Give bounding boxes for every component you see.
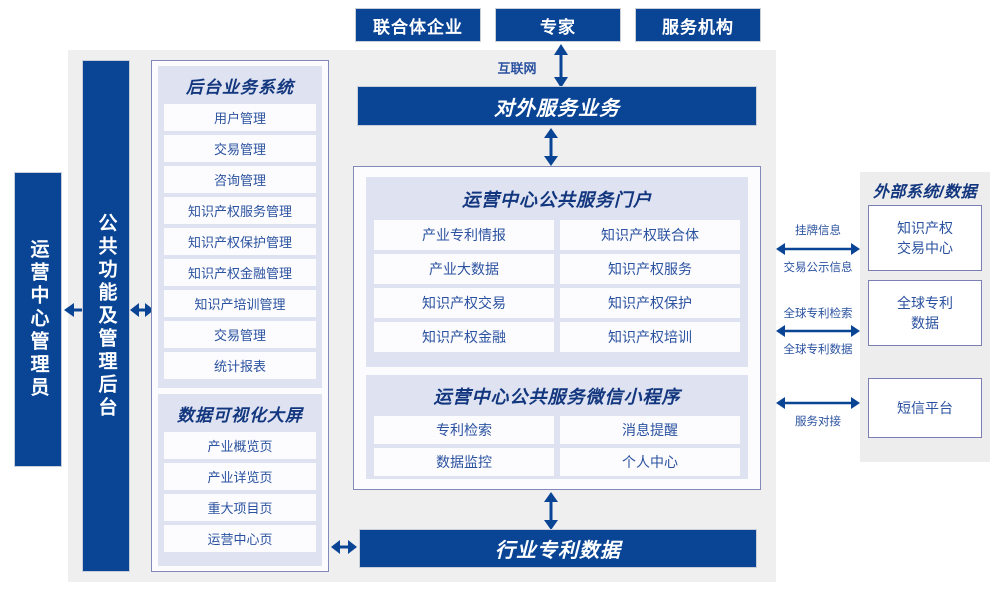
actor-box-expert[interactable]: 专家 bbox=[495, 8, 621, 42]
dataviz-group: 数据可视化大屏 产业概览页 产业详览页 重大项目页 运营中心页 bbox=[158, 394, 322, 566]
portal-item[interactable]: 知识产权金融 bbox=[374, 322, 554, 352]
backoffice-group: 后台业务系统 用户管理 交易管理 咨询管理 知识产权服务管理 知识产权保护管理 … bbox=[158, 66, 322, 388]
external-systems-title: 外部系统/数据 bbox=[873, 184, 977, 201]
miniprogram-title: 运营中心公共服务微信小程序 bbox=[433, 387, 681, 407]
connector-label-trade-disclosure: 交易公示信息 bbox=[783, 262, 853, 274]
connector-label-global-patent-data: 全球专利数据 bbox=[783, 344, 853, 356]
public-function-backend-label: 公共功能及管理后台 bbox=[95, 212, 117, 420]
backoffice-item[interactable]: 交易管理 bbox=[164, 321, 316, 348]
dataviz-item[interactable]: 运营中心页 bbox=[164, 525, 316, 552]
connector-arrow-global-patent-icon bbox=[776, 323, 860, 339]
miniprogram-item[interactable]: 消息提醒 bbox=[560, 416, 740, 444]
miniprogram-item[interactable]: 数据监控 bbox=[374, 448, 554, 476]
dataviz-item-list: 产业概览页 产业详览页 重大项目页 运营中心页 bbox=[158, 432, 322, 552]
backoffice-item[interactable]: 知识产培训管理 bbox=[164, 290, 316, 317]
operator-admin-bar[interactable]: 运营中心管理员 bbox=[14, 172, 62, 467]
actor-label: 服务机构 bbox=[662, 17, 734, 37]
backoffice-item[interactable]: 知识产权金融管理 bbox=[164, 259, 316, 286]
backoffice-item-list: 用户管理 交易管理 咨询管理 知识产权服务管理 知识产权保护管理 知识产权金融管… bbox=[158, 104, 322, 379]
connector-label-global-patent-search: 全球专利检索 bbox=[783, 308, 853, 320]
connector-label-service-integration: 服务对接 bbox=[795, 416, 841, 428]
internet-label: 互联网 bbox=[497, 61, 537, 76]
backoffice-item[interactable]: 交易管理 bbox=[164, 135, 316, 162]
actor-label: 联合体企业 bbox=[373, 17, 463, 37]
external-service-bar[interactable]: 对外服务业务 bbox=[357, 86, 757, 126]
portal-group: 运营中心公共服务门户 产业专利情报 知识产权联合体 产业大数据 知识产权服务 知… bbox=[366, 177, 748, 367]
actor-label: 专家 bbox=[540, 17, 576, 37]
operator-admin-label: 运营中心管理员 bbox=[27, 239, 49, 400]
external-box-line1: 知识产权 bbox=[897, 219, 953, 236]
actor-box-consortium[interactable]: 联合体企业 bbox=[355, 8, 481, 42]
dataviz-title: 数据可视化大屏 bbox=[177, 406, 303, 425]
public-function-backend-bar[interactable]: 公共功能及管理后台 bbox=[82, 60, 130, 572]
dataviz-item[interactable]: 产业详览页 bbox=[164, 463, 316, 490]
portal-item[interactable]: 知识产权服务 bbox=[560, 254, 740, 284]
external-box-line1: 短信平台 bbox=[897, 399, 953, 416]
portal-item[interactable]: 知识产权联合体 bbox=[560, 220, 740, 250]
backoffice-item[interactable]: 统计报表 bbox=[164, 352, 316, 379]
portal-title: 运营中心公共服务门户 bbox=[462, 190, 652, 210]
service-to-portal-arrow-icon bbox=[541, 128, 561, 166]
actor-box-service-org[interactable]: 服务机构 bbox=[635, 8, 761, 42]
portal-item[interactable]: 知识产权保护 bbox=[560, 288, 740, 318]
industry-patent-data-label: 行业专利数据 bbox=[495, 540, 621, 562]
portal-item[interactable]: 产业专利情报 bbox=[374, 220, 554, 250]
industry-patent-data-bar[interactable]: 行业专利数据 bbox=[359, 529, 757, 568]
dataviz-item[interactable]: 重大项目页 bbox=[164, 494, 316, 521]
connector-arrow-ip-trading-icon bbox=[776, 241, 860, 257]
portal-item[interactable]: 知识产权交易 bbox=[374, 288, 554, 318]
external-box-sms-platform[interactable]: 短信平台 bbox=[868, 378, 982, 438]
backoffice-item[interactable]: 咨询管理 bbox=[164, 166, 316, 193]
backoffice-title: 后台业务系统 bbox=[186, 78, 294, 97]
external-box-line2: 数据 bbox=[911, 315, 939, 331]
miniprogram-group: 运营中心公共服务微信小程序 专利检索 消息提醒 数据监控 个人中心 bbox=[366, 375, 748, 479]
backoffice-item[interactable]: 知识产权保护管理 bbox=[164, 228, 316, 255]
external-service-label: 对外服务业务 bbox=[494, 97, 620, 120]
backend-to-modules-arrow-icon bbox=[130, 300, 154, 320]
modules-to-data-arrow-icon bbox=[331, 537, 357, 557]
connector-arrow-sms-icon bbox=[776, 395, 860, 411]
miniprogram-item[interactable]: 专利检索 bbox=[374, 416, 554, 444]
portal-item[interactable]: 知识产权培训 bbox=[560, 322, 740, 352]
portal-grid: 产业专利情报 知识产权联合体 产业大数据 知识产权服务 知识产权交易 知识产权保… bbox=[366, 220, 748, 352]
dataviz-item[interactable]: 产业概览页 bbox=[164, 432, 316, 459]
portal-to-data-arrow-icon bbox=[541, 492, 561, 530]
external-box-line1: 全球专利 bbox=[897, 294, 953, 311]
portal-item[interactable]: 产业大数据 bbox=[374, 254, 554, 284]
backoffice-item[interactable]: 用户管理 bbox=[164, 104, 316, 131]
external-box-global-patent-data[interactable]: 全球专利 数据 bbox=[868, 280, 982, 346]
external-box-ip-trading-center[interactable]: 知识产权 交易中心 bbox=[868, 205, 982, 271]
internet-arrow-icon bbox=[551, 44, 571, 88]
connector-label-listing-info: 挂牌信息 bbox=[795, 225, 841, 237]
miniprogram-grid: 专利检索 消息提醒 数据监控 个人中心 bbox=[366, 416, 748, 476]
external-box-line2: 交易中心 bbox=[897, 240, 953, 256]
miniprogram-item[interactable]: 个人中心 bbox=[560, 448, 740, 476]
backoffice-item[interactable]: 知识产权服务管理 bbox=[164, 197, 316, 224]
